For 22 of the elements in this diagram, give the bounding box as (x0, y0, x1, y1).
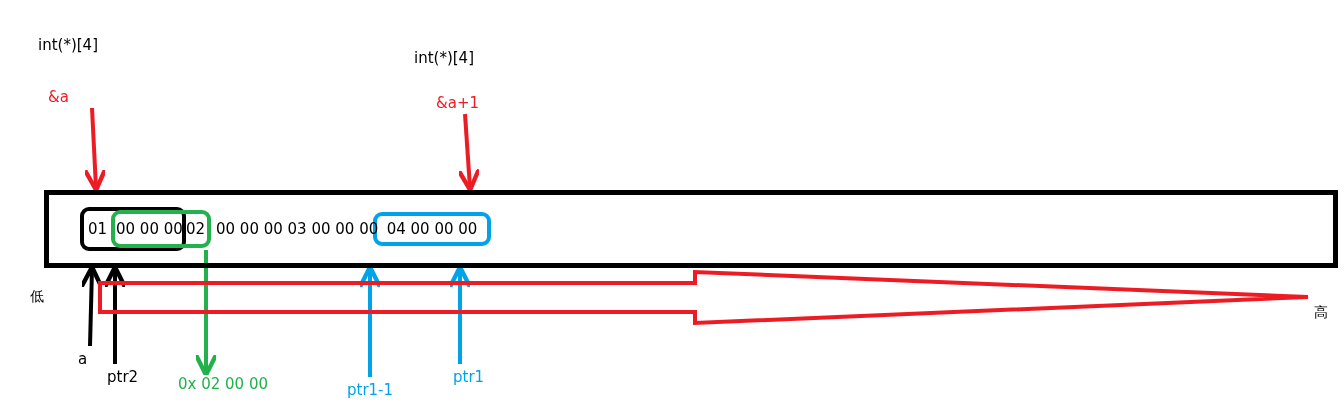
pointer-label: 高 (1314, 304, 1328, 321)
pointer-label: 0x 02 00 00 (178, 375, 268, 393)
memory-strip (44, 190, 1338, 268)
block-arrow (98, 269, 1310, 326)
pointer-label: ptr2 (107, 368, 139, 386)
byte-values: 04 00 00 00 (386, 220, 478, 238)
pointer-label: &a+1 (436, 94, 479, 112)
type-label: int(*)[4] (414, 49, 474, 67)
highlight-outline (80, 207, 186, 251)
arrow (456, 113, 481, 193)
byte-values: 00 00 00 (116, 220, 183, 238)
pointer-label: a (78, 350, 88, 368)
pointer-label: 低 (30, 288, 44, 305)
pointer-label: &a (48, 88, 69, 106)
pointer-label: ptr1-1 (347, 381, 394, 399)
highlight-outline (111, 210, 211, 248)
arrow (82, 107, 108, 193)
pointer-label: ptr1 (453, 368, 485, 386)
arrow (193, 250, 219, 378)
type-label: int(*)[4] (38, 36, 98, 54)
byte-values: 01 (88, 220, 108, 238)
byte-values: 02 (186, 220, 206, 238)
